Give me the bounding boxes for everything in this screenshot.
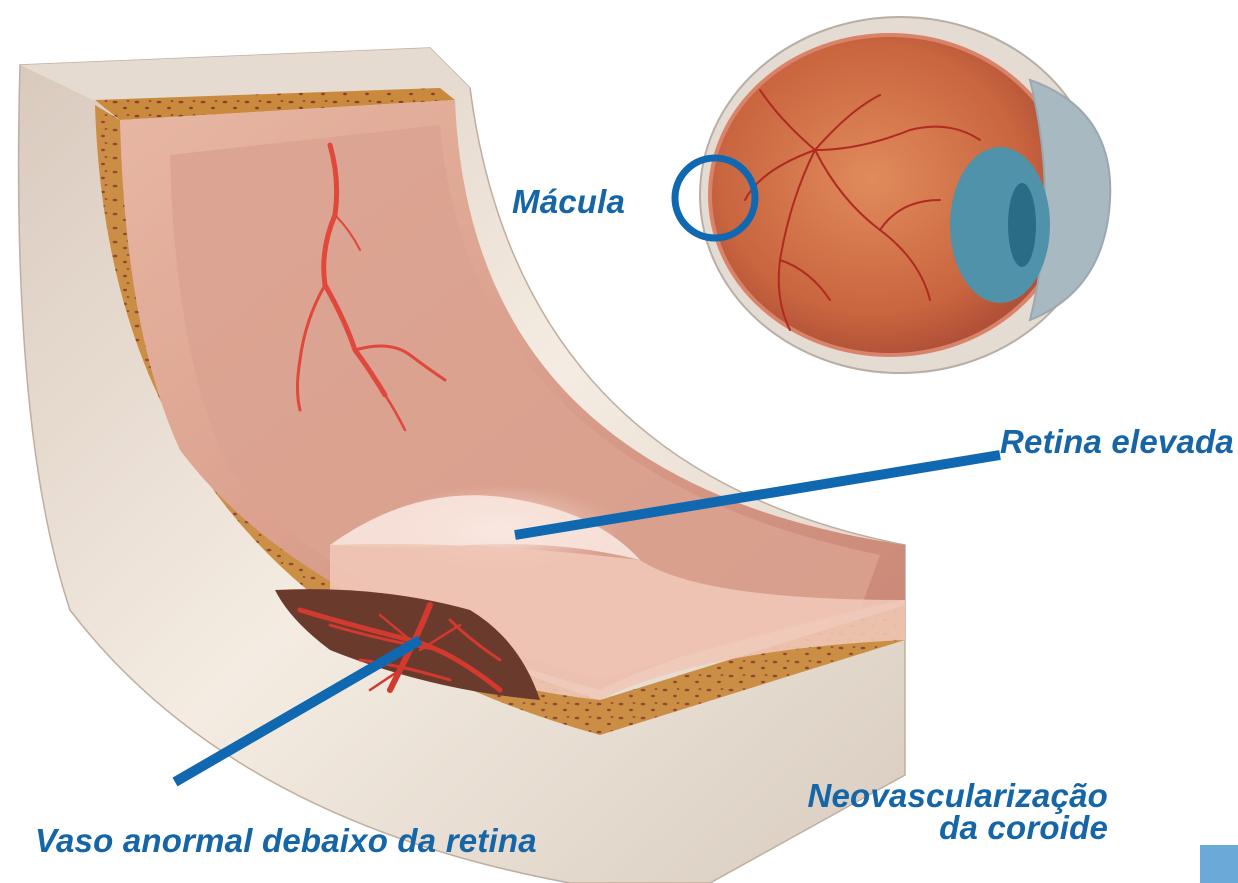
label-retina-elevada: Retina elevada [1000, 423, 1234, 461]
corner-square [1200, 845, 1238, 883]
label-neovascularizacao: Neovascularização da coroide [807, 780, 1108, 844]
label-vaso-anormal: Vaso anormal debaixo da retina [35, 822, 537, 860]
eye-globe [675, 17, 1110, 373]
label-macula: Mácula [512, 183, 625, 221]
label-neovascularizacao-line2: da coroide [807, 812, 1108, 844]
label-neovascularizacao-line1: Neovascularização [807, 780, 1108, 812]
